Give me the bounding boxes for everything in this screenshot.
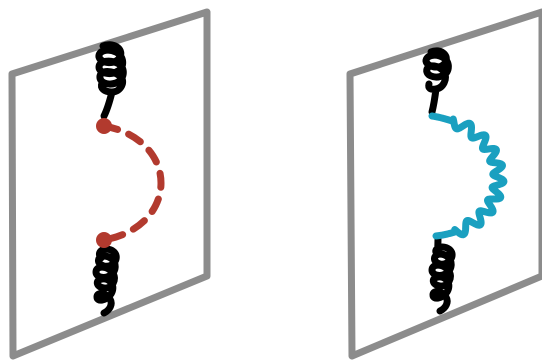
left-bottom-coil	[92, 236, 120, 317]
left-panel	[8, 8, 211, 360]
right-wavy-arc	[428, 112, 508, 240]
right-panel	[346, 8, 542, 360]
left-top-dot	[96, 118, 112, 134]
left-top-coil	[95, 41, 127, 120]
left-bottom-dot	[96, 232, 112, 248]
left-dashed-arc	[100, 122, 165, 244]
left-plane	[8, 8, 211, 360]
right-plane	[346, 8, 542, 360]
right-top-coil	[422, 47, 452, 116]
right-bottom-coil	[428, 232, 456, 315]
